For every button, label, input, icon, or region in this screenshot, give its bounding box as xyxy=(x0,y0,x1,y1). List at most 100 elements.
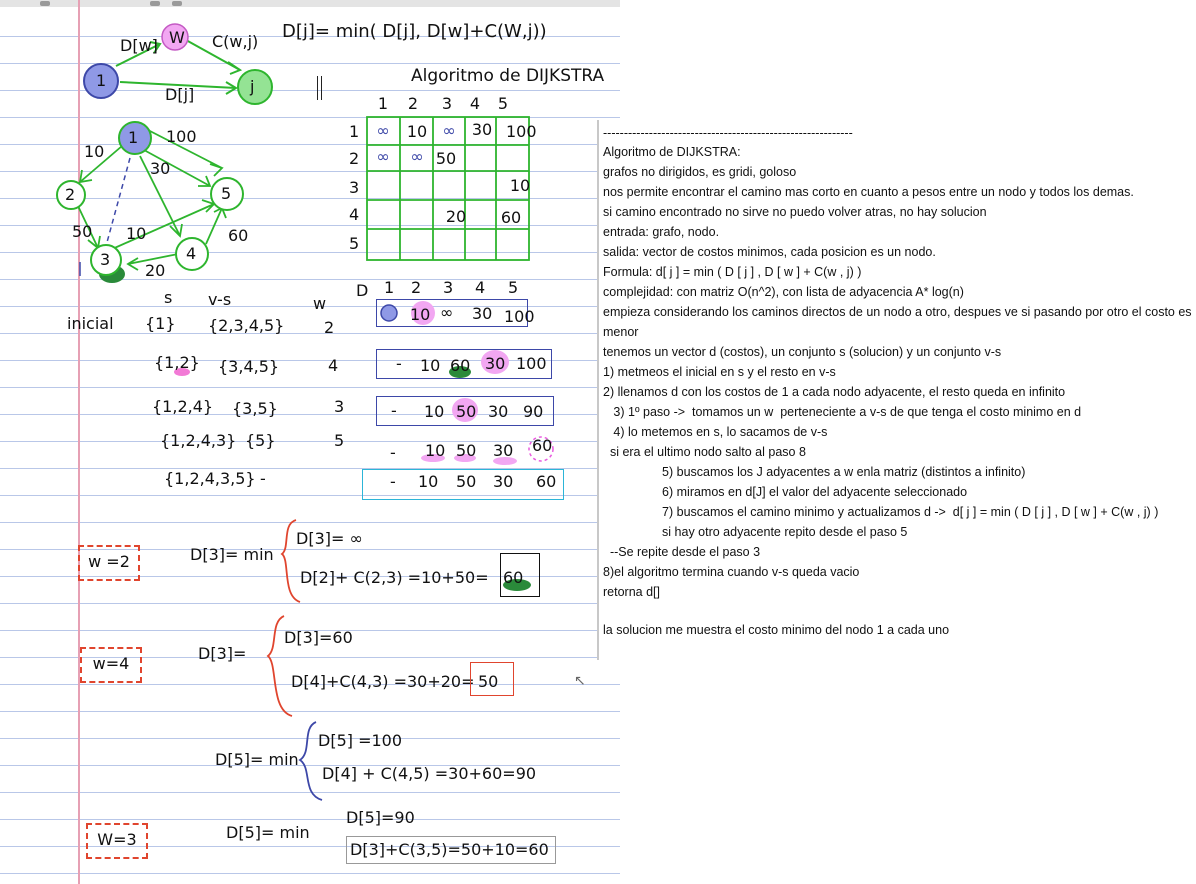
matrix-cell: 60 xyxy=(500,208,522,227)
w-box-1: w =2 xyxy=(78,545,140,581)
matrix-col-1: 1 xyxy=(377,94,389,113)
graph-label-1: 1 xyxy=(128,128,139,147)
calc3-line2: D[4] + C(4,5) =30+60=90 xyxy=(322,764,537,783)
notes-text-panel[interactable]: ----------------------------------------… xyxy=(597,120,1196,660)
note-line: 2) llenamos d con los costos de 1 a cada… xyxy=(603,385,1066,399)
calc3-line1: D[5] =100 xyxy=(318,731,403,750)
note-line: 5) buscamos los J adyacentes a w enla ma… xyxy=(603,465,1026,479)
mini-label-w: W xyxy=(169,28,185,47)
matrix-col-5: 5 xyxy=(497,94,509,113)
note-line: 3) 1º paso -> tomamos un w perteneciente… xyxy=(603,405,1082,419)
w-box-3: W=3 xyxy=(86,823,148,859)
dcol-4: 4 xyxy=(475,278,486,297)
row3-w: 5 xyxy=(334,431,345,450)
matrix-cell: 50 xyxy=(435,149,457,168)
mini-node-1 xyxy=(83,63,119,99)
row0-d: 100 xyxy=(504,307,535,326)
row2-d: - xyxy=(391,401,397,420)
note-line: 7) buscamos el camino minimo y actualiza… xyxy=(603,505,1159,519)
edge-4-3: 20 xyxy=(145,261,166,280)
row1-s: {1,2} xyxy=(154,353,200,372)
calc1-result: 60 xyxy=(503,568,524,587)
dcol-2: 2 xyxy=(411,278,422,297)
edge-1-4: 30 xyxy=(150,159,171,178)
row2-s: {1,2,4} xyxy=(152,397,214,416)
matrix-cell: 10 xyxy=(406,122,428,141)
graph-node-2 xyxy=(56,180,86,210)
note-line: la solucion me muestra el costo minimo d… xyxy=(603,623,950,637)
header-vs: v-s xyxy=(208,290,232,309)
row0-d: 10 xyxy=(410,305,431,324)
graph-node-3 xyxy=(90,244,122,276)
mini-label-1: 1 xyxy=(96,71,107,90)
note-line: retorna d[] xyxy=(603,585,660,599)
graph-label-5: 5 xyxy=(221,184,232,203)
row3-d: 10 xyxy=(425,441,446,460)
row2-d: 30 xyxy=(488,402,509,421)
edge-1-2: 10 xyxy=(84,142,105,161)
row3-d: 60 xyxy=(532,436,553,455)
header-s: s xyxy=(164,288,173,307)
matrix-cell: ∞ xyxy=(376,147,390,166)
calc4-line2-box xyxy=(346,836,556,864)
formula-top: D[j]= min( D[j], D[w]+C(W,j)) xyxy=(282,21,547,42)
calc1-line1: D[3]= ∞ xyxy=(296,529,363,548)
calc1-result-box xyxy=(500,553,540,597)
note-line: 4) lo metemos en s, lo sacamos de v-s xyxy=(603,425,828,439)
calc3-lhs: D[5]= min xyxy=(215,750,299,769)
d-vector-row2 xyxy=(376,396,554,426)
matrix-row-4: 4 xyxy=(349,205,360,224)
matrix-grid xyxy=(366,116,530,261)
row1-d: 10 xyxy=(420,356,441,375)
graph-label-4: 4 xyxy=(186,244,197,263)
row3-d: 30 xyxy=(493,441,514,460)
graph-node-1 xyxy=(118,121,152,155)
matrix-cell: 100 xyxy=(506,122,537,141)
calc4-line2: D[3]+C(3,5)=50+10=60 xyxy=(350,840,549,859)
row4-d: 60 xyxy=(536,472,557,491)
graph-label-3: 3 xyxy=(100,250,111,269)
mini-label-dj: D[j] xyxy=(165,85,195,104)
matrix-col-4: 4 xyxy=(469,94,481,113)
note-line: 8)el algoritmo termina cuando v-s queda … xyxy=(603,565,860,579)
mini-label-dw: D[w] xyxy=(120,36,158,55)
dcol-5: 5 xyxy=(508,278,519,297)
row0-d: ∞ xyxy=(440,303,454,322)
matrix-row-1: 1 xyxy=(349,122,360,141)
mini-node-j xyxy=(237,69,273,105)
matrix-cell: 10 xyxy=(509,176,531,195)
mini-graph xyxy=(115,39,243,95)
notebook-drawing xyxy=(56,23,554,801)
algorithm-title: Algoritmo de DIJKSTRA xyxy=(411,66,605,86)
graph-label-2: 2 xyxy=(65,185,76,204)
graph-node-5 xyxy=(210,177,244,211)
text-cursor xyxy=(317,76,322,100)
row1-d: 30 xyxy=(485,354,506,373)
note-line: entrada: grafo, nodo. xyxy=(603,225,720,239)
matrix-col-3: 3 xyxy=(441,94,453,113)
note-line: empieza considerando los caminos directo… xyxy=(603,305,1192,319)
row4-vs: - xyxy=(260,469,266,488)
note-line: 6) miramos en d[J] el valor del adyacent… xyxy=(603,485,968,499)
dcol-1: 1 xyxy=(384,278,395,297)
calc1-lhs: D[3]= min xyxy=(190,545,274,564)
note-line: --Se repite desde el paso 3 xyxy=(603,545,761,559)
w-box-2: w=4 xyxy=(80,647,142,683)
row3-d: - xyxy=(390,443,396,462)
notebook-canvas[interactable]: D[j]= min( D[j], D[w]+C(W,j)) Algoritmo … xyxy=(0,0,620,884)
mini-label-j: j xyxy=(250,77,255,96)
edge-1-5: 100 xyxy=(166,127,197,146)
toolbar-strip xyxy=(0,0,620,7)
matrix-row-3: 3 xyxy=(349,178,360,197)
row1-d: - xyxy=(396,354,402,373)
matrix-row-2: 2 xyxy=(349,149,360,168)
row2-w: 3 xyxy=(334,397,345,416)
note-line: menor xyxy=(603,325,639,339)
row3-d: 50 xyxy=(456,441,477,460)
mini-label-cwj: C(w,j) xyxy=(212,32,259,51)
note-line: salida: vector de costos minimos, cada p… xyxy=(603,245,936,259)
matrix-cell: 30 xyxy=(471,120,493,139)
dcol-3: 3 xyxy=(443,278,454,297)
label-inicial: inicial xyxy=(67,314,114,333)
mini-node-w xyxy=(161,23,189,51)
